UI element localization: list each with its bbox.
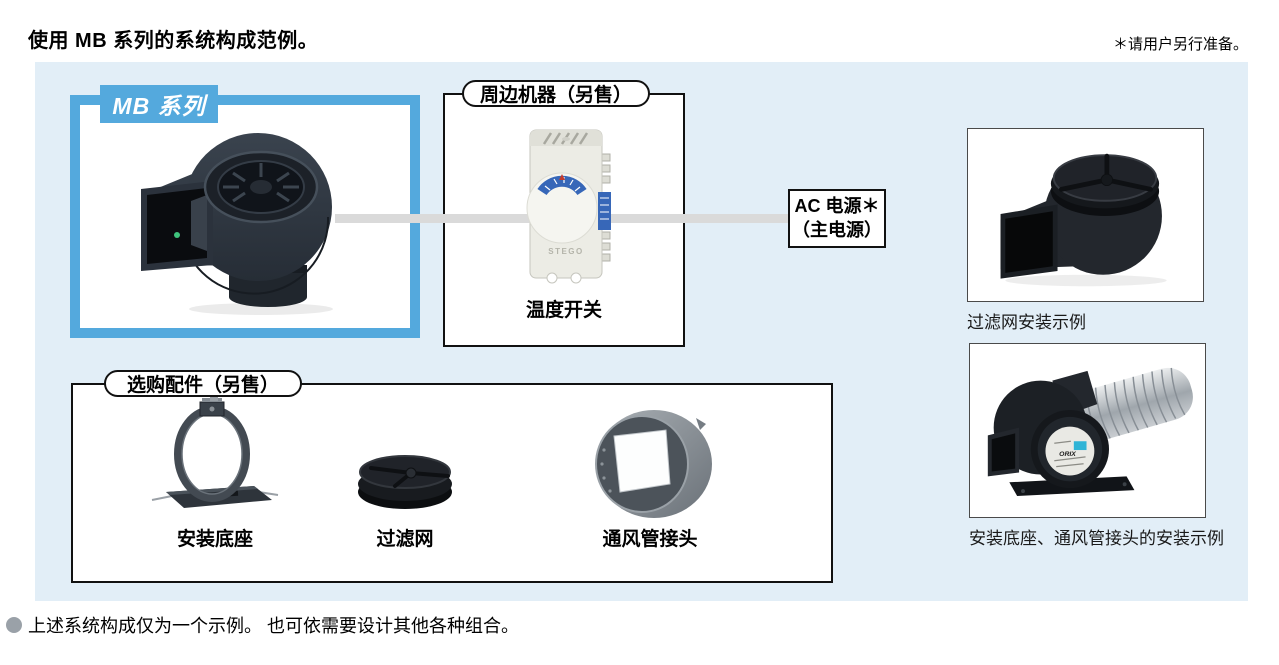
duct-example-caption: 安装底座、通风管接头的安装示例 <box>969 529 1224 548</box>
peripheral-devices-title: 周边机器（另售） <box>462 80 650 107</box>
filter-caption: 过滤网 <box>376 529 434 550</box>
blower-with-filter-image <box>1000 153 1167 287</box>
thermostat-image: STEGO <box>526 129 611 284</box>
ac-power-line1: AC 电源＊ <box>794 196 880 217</box>
svg-text:ORIX: ORIX <box>1059 451 1076 458</box>
footer-note: 上述系统构成仅为一个示例。 也可依需要设计其他各种组合。 <box>6 612 519 638</box>
mounting-base-image <box>151 396 279 508</box>
mb-blower-image <box>141 133 333 315</box>
page-title: 使用 MB 系列的系统构成范例。 <box>28 30 319 52</box>
blower-with-duct-image: ORIX <box>987 367 1193 496</box>
user-prepare-note: ＊请用户另行准备。 <box>1112 36 1248 53</box>
ac-power-line2: （主电源） <box>792 219 882 240</box>
mb-series-label: MB 系列 <box>100 85 218 123</box>
thermostat-caption: 温度开关 <box>525 300 602 321</box>
bullet-icon <box>6 617 22 633</box>
optional-accessories-title: 选购配件（另售） <box>104 370 302 397</box>
duct-connector-caption: 通风管接头 <box>602 529 698 550</box>
filter-example-caption: 过滤网安装示例 <box>967 313 1086 332</box>
filter-image <box>358 455 452 509</box>
diagram-area: MB 系列 周边机器（另售） <box>35 62 1248 601</box>
mounting-base-caption: 安装底座 <box>176 529 254 550</box>
footer-note-text: 上述系统构成仅为一个示例。 也可依需要设计其他各种组合。 <box>28 616 519 636</box>
filter-example-panel <box>967 128 1204 302</box>
duct-example-panel: ORIX <box>969 343 1206 518</box>
svg-text:STEGO: STEGO <box>548 247 584 256</box>
duct-connector-image <box>595 410 712 518</box>
power-led-indicator <box>174 232 180 238</box>
ac-power-label: AC 电源＊ （主电源） <box>788 189 886 248</box>
